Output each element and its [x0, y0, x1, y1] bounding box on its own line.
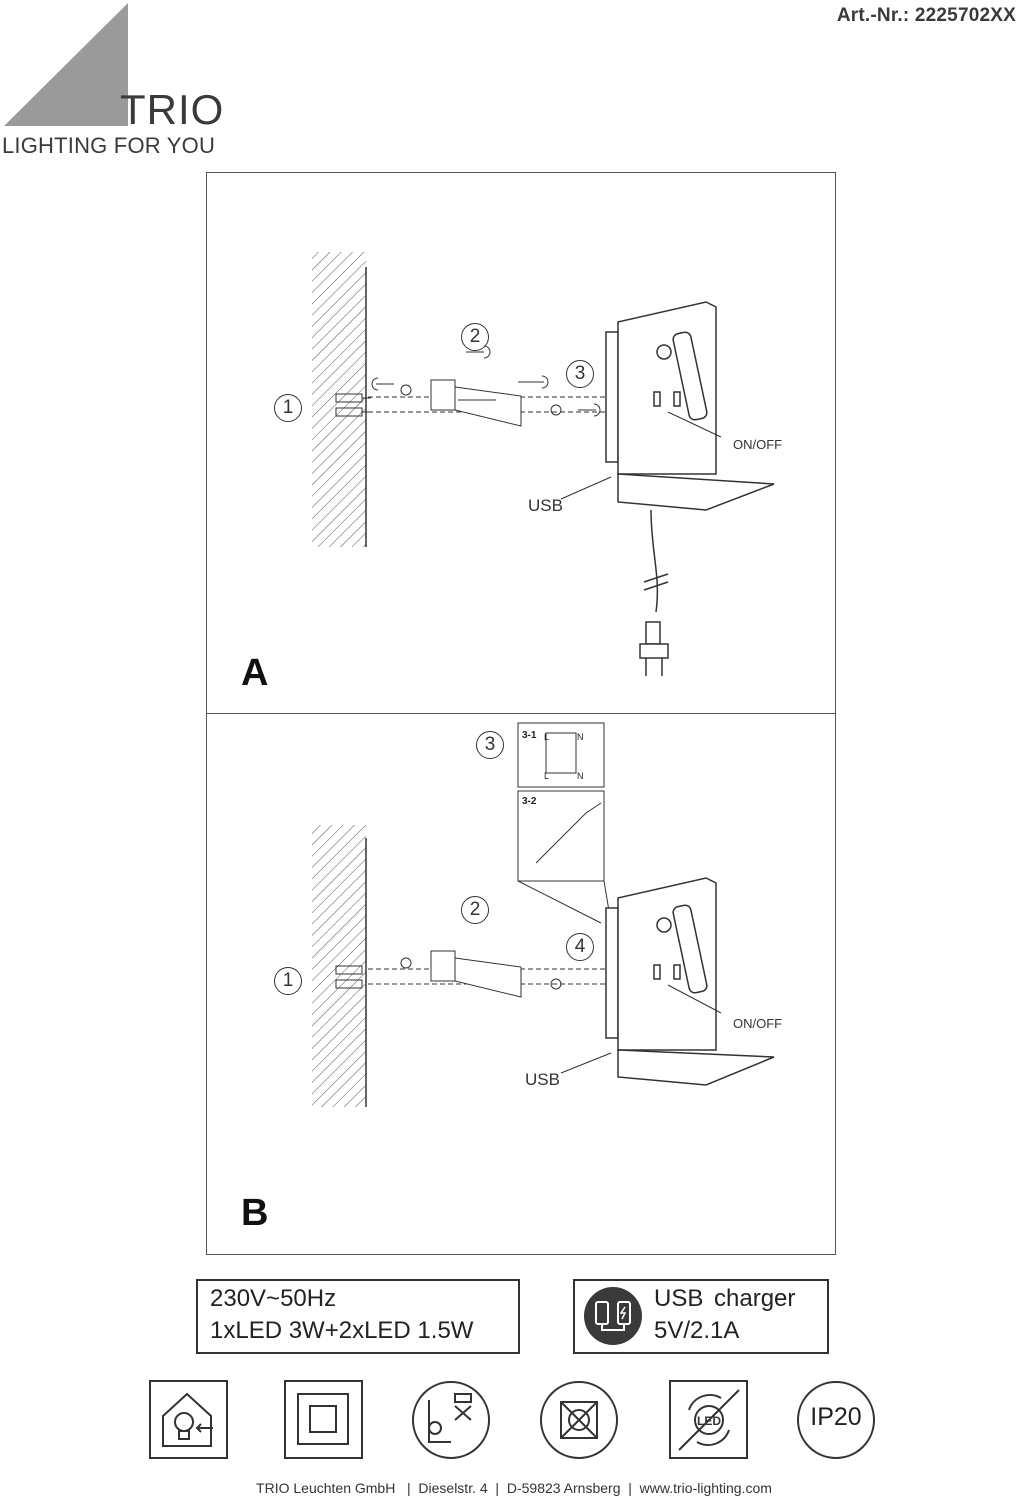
logo-name: TRIO: [120, 86, 225, 133]
trio-logo-icon: [4, 3, 128, 126]
ip20-icon: [797, 1381, 875, 1459]
not-for-mounting-on-flammable-surface-icon: [412, 1381, 490, 1459]
step-2-marker: 2: [461, 323, 489, 351]
usb-charging-icon: [584, 1287, 642, 1345]
on-off-label: ON/OFF: [733, 437, 783, 452]
led-not-replaceable-icon: LED: [669, 1380, 748, 1459]
panel-b-drawing: [312, 722, 775, 1107]
inset-step-3-1: 3-1: [522, 730, 537, 741]
rotation-arrow-icon: [371, 345, 601, 417]
usb-label: USB: [528, 496, 563, 515]
panel-b-letter: B: [241, 1192, 269, 1234]
step-4-marker: 4: [566, 933, 594, 961]
wall-plug-icon: [335, 393, 371, 417]
indoor-use-icon: [149, 1380, 228, 1459]
lamp-icon: [605, 301, 775, 511]
step-2-marker: 2: [461, 896, 489, 924]
panel-a-drawing: [312, 252, 775, 676]
wall-plug-icon: [335, 965, 363, 989]
inset-step-3-2: 3-2: [522, 796, 537, 807]
mounting-bracket-icon: [430, 379, 522, 427]
panel-divider: [206, 713, 836, 714]
usb-label: USB: [525, 1070, 560, 1089]
on-off-label: ON/OFF: [733, 1016, 783, 1031]
panel-a-letter: A: [241, 652, 269, 694]
step-3-marker: 3: [566, 360, 594, 388]
live-label: L: [544, 771, 550, 781]
usb-charger-box: [573, 1279, 829, 1354]
ip-rating: IP20: [810, 1403, 862, 1431]
usb-pointer-icon: [560, 411, 722, 500]
lamp-icon: [605, 877, 775, 1086]
mounting-bracket-icon: [430, 950, 522, 998]
led-spec: 1xLED 3W+2xLED 1.5W: [210, 1317, 474, 1344]
voltage-spec: 230V~50Hz: [210, 1285, 337, 1312]
electrical-spec-box: [196, 1279, 520, 1354]
step-1-marker: 1: [274, 967, 302, 995]
neutral-label: N: [577, 732, 584, 742]
usb-charger-title: USB charger: [654, 1285, 796, 1312]
company-footer: TRIO Leuchten GmbH | Dieselstr. 4 | D-59…: [256, 1480, 772, 1496]
wall-icon: [312, 252, 367, 547]
protection-class-2-icon: [284, 1380, 363, 1459]
live-label: L: [544, 732, 550, 742]
step-1-marker: 1: [274, 394, 302, 422]
article-number: Art.-Nr.: 2225702XX: [836, 5, 1016, 26]
logo-tagline: LIGHTING FOR YOU: [2, 133, 216, 158]
inset-wiring-frame: [517, 722, 612, 924]
neutral-label: N: [577, 771, 584, 781]
do-not-dispose-household-waste-icon: [540, 1381, 618, 1459]
usb-output-spec: 5V/2.1A: [654, 1317, 740, 1344]
power-plug-icon: [639, 509, 669, 676]
step-3-marker: 3: [476, 731, 504, 759]
